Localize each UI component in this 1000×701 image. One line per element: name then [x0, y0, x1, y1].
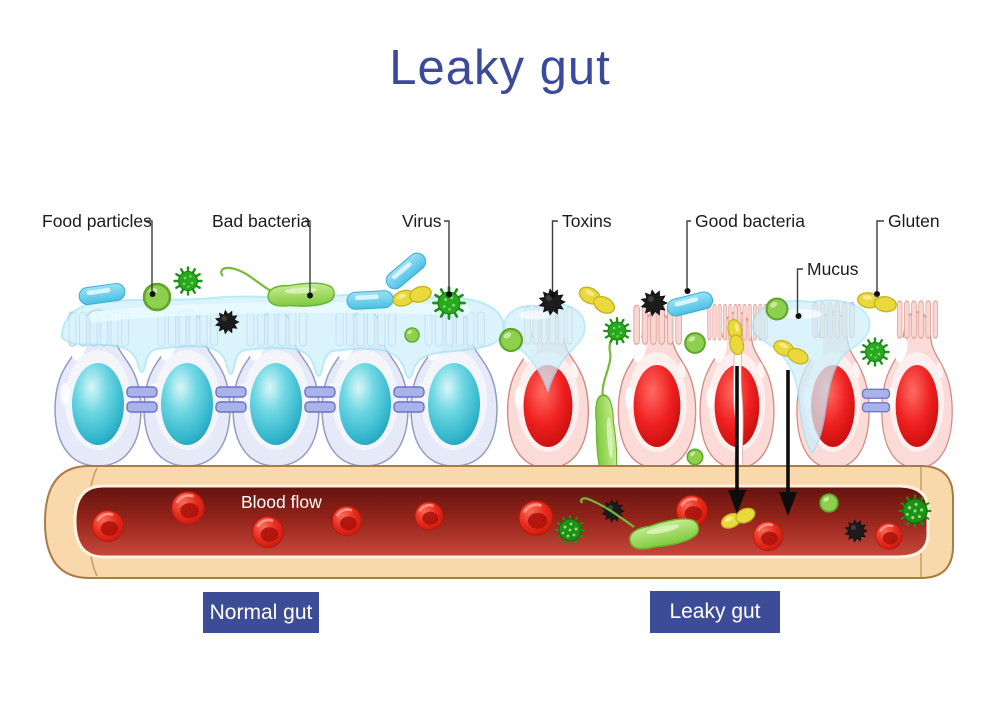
normal-gut-badge: Normal gut [203, 592, 319, 633]
leaky-epithelial-cell [882, 312, 952, 468]
leaky-gut-badge: Leaky gut [650, 591, 780, 633]
callout-dot [446, 291, 452, 298]
callout-line-good-bacteria [686, 220, 691, 288]
page-title: Leaky gut [389, 41, 611, 95]
callout-dot [549, 291, 556, 298]
callout-dot [795, 313, 802, 319]
food-particle [819, 493, 839, 513]
red-blood-cell [170, 490, 206, 526]
red-blood-cell [874, 521, 904, 551]
callout-dot [684, 288, 691, 294]
leaky-epithelial-cell [618, 312, 695, 468]
callout-line-bad-bacteria [305, 220, 311, 293]
leak-arrows [728, 366, 797, 516]
red-blood-cell [331, 505, 363, 537]
good-bacteria [346, 289, 394, 311]
leak-arrow [779, 370, 797, 516]
red-blood-cell [413, 500, 445, 532]
callout-line-gluten [876, 220, 884, 291]
leak-arrow [728, 366, 746, 514]
food-particle [765, 297, 789, 321]
red-blood-cell [91, 509, 125, 543]
food-particle [142, 282, 172, 312]
callout-line-food-particles [146, 220, 153, 292]
good-bacteria [665, 289, 715, 319]
red-blood-cell [517, 499, 555, 537]
bad-bacteria-flagellum [220, 266, 272, 292]
mucus-highlight [782, 309, 822, 319]
gluten [575, 283, 619, 318]
mucus-patch [502, 302, 586, 394]
label-virus: Virus [402, 211, 442, 231]
callout-lines [146, 220, 884, 319]
virus [173, 266, 203, 296]
label-toxins: Toxins [562, 211, 612, 231]
mucus-highlight [89, 301, 471, 323]
label-good-bacteria: Good bacteria [695, 211, 805, 231]
gut-lumen-particles [77, 249, 899, 466]
callout-line-virus [444, 220, 450, 292]
label-mucus: Mucus [807, 259, 859, 279]
callout-line-mucus [796, 268, 803, 313]
red-blood-cell [251, 515, 285, 549]
callout-dot [149, 291, 156, 297]
label-food-particles: Food particles [42, 211, 152, 231]
virus [603, 317, 631, 345]
leaky-gut-section [502, 299, 952, 483]
food-particle [498, 327, 524, 353]
blood-vessel [43, 465, 954, 579]
virus [860, 337, 890, 367]
mucus-funnel [751, 299, 871, 455]
red-blood-cell [752, 520, 784, 552]
food-particle [404, 327, 420, 343]
callout-dot [874, 291, 880, 297]
callout-line-toxins [551, 220, 558, 292]
food-particle [684, 332, 706, 354]
label-bad-bacteria: Bad bacteria [212, 211, 311, 231]
callout-dot [307, 292, 313, 299]
blood-flow-label: Blood flow [241, 492, 322, 512]
bad-bacteria-flagellum [580, 497, 635, 528]
food-particle [686, 448, 704, 466]
bad-bacteria [266, 281, 336, 309]
normal-gut-section [55, 293, 505, 466]
leaked-particles-in-blood [555, 493, 932, 554]
bad-bacteria-flagellum [601, 333, 617, 403]
mucus-highlight [519, 310, 551, 320]
blood-lumen [73, 484, 930, 559]
label-gluten: Gluten [888, 211, 940, 231]
